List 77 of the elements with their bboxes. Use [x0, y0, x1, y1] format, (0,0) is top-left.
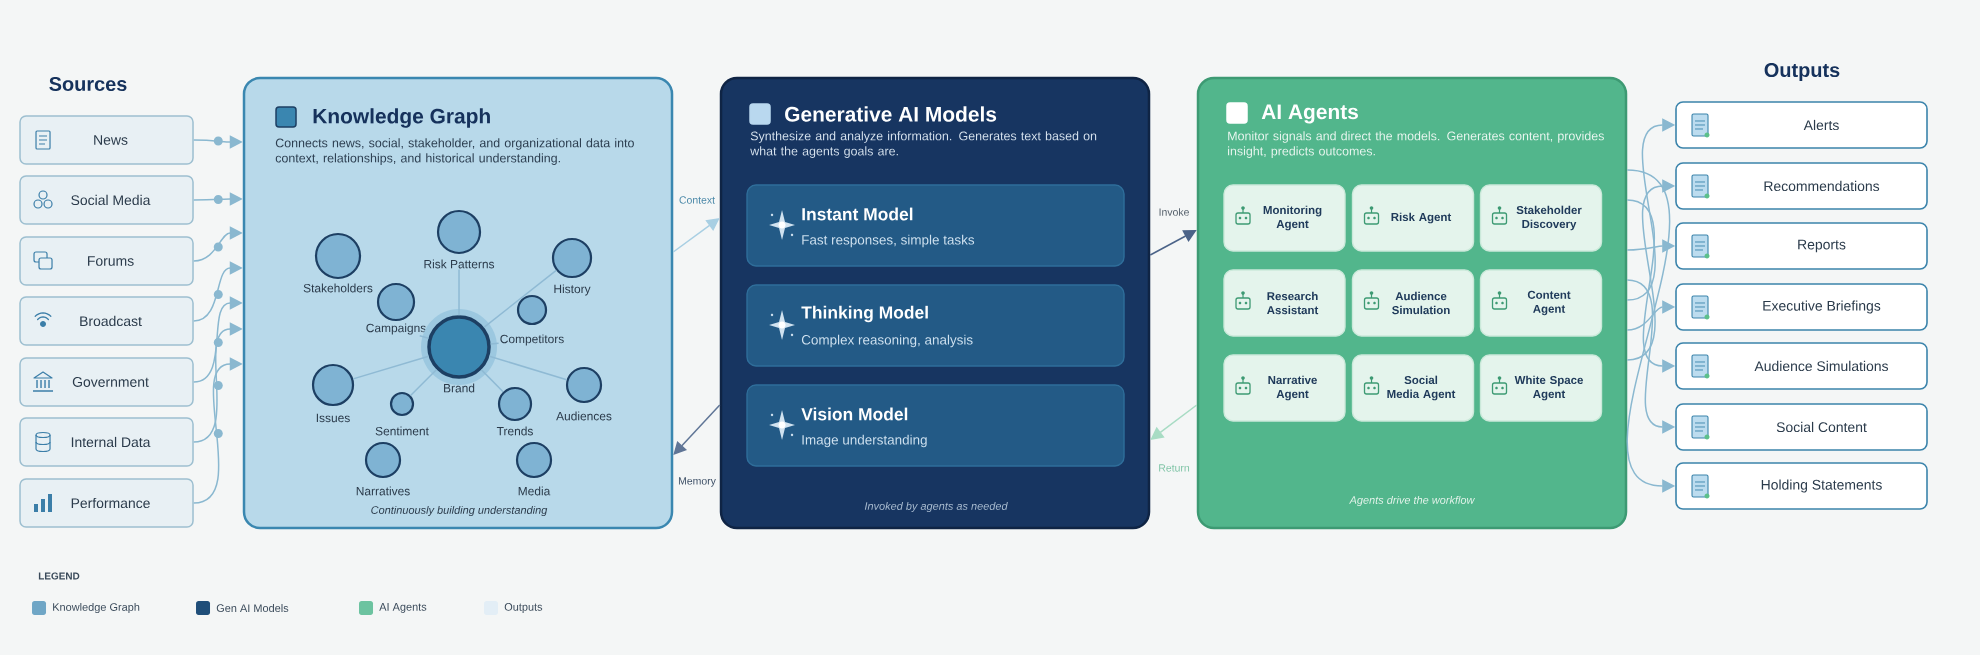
agent-card: Stakeholder Discovery — [1479, 184, 1603, 252]
arrow — [673, 404, 721, 455]
arrow — [1149, 230, 1197, 256]
connector-line — [409, 368, 438, 397]
node-label: Issues — [316, 413, 350, 423]
node-label: Media — [518, 486, 551, 496]
column-heading: Outputs — [1764, 63, 1840, 82]
output-box: Social Content — [1675, 403, 1928, 451]
legend-label: Gen AI Models — [216, 603, 289, 612]
agent-card: Audience Simulation — [1351, 269, 1475, 337]
model-card: Vision Model Image understanding — [746, 384, 1125, 467]
node-label: History — [554, 284, 591, 296]
graph-node: Trends — [496, 386, 533, 436]
graph-node: Sentiment — [375, 391, 429, 436]
agent-card: Risk Agent — [1351, 184, 1475, 252]
source-box: Forums — [19, 236, 194, 286]
connector-line — [488, 355, 568, 381]
edge-label: Context — [677, 194, 717, 206]
panel-description: Synthesize and analyze information. Generates text based on what the agents goals are. — [750, 131, 1097, 158]
graph-node: Narratives — [356, 441, 410, 496]
legend-label: Outputs — [504, 603, 543, 613]
graph-node: Issues — [311, 363, 355, 423]
panel-footer: Continuously building understanding — [371, 505, 548, 517]
node-label: Sentiment — [375, 426, 429, 436]
legend-heading: LEGEND — [38, 572, 80, 580]
output-box: Alerts — [1675, 101, 1928, 149]
arrow — [672, 218, 720, 253]
graph-node: Risk Patterns — [424, 209, 495, 269]
source-box: Government — [19, 357, 194, 407]
source-box: Broadcast — [19, 296, 194, 346]
output-box: Reports — [1675, 222, 1928, 270]
panel-description: Connects news, social, stakeholder, and organizational data into context, relationships, and historical understanding. — [275, 138, 634, 165]
panel-footer: Agents drive the workflow — [1349, 495, 1475, 507]
panel-title: Knowledge Graph — [313, 108, 490, 128]
legend-label: AI Agents — [379, 603, 427, 613]
connector-line — [458, 268, 460, 316]
agent-card: Monitoring Agent — [1223, 184, 1346, 252]
connector-line — [418, 335, 430, 339]
connector-line — [483, 269, 557, 329]
node-label: Competitors — [500, 334, 564, 346]
edge-label: Invoke — [1157, 206, 1191, 218]
source-box: Performance — [19, 478, 194, 528]
panel-title: AI Agents — [1261, 104, 1358, 124]
output-box: Audience Simulations — [1675, 342, 1928, 390]
output-box: Holding Statements — [1675, 462, 1928, 510]
graph-node: Stakeholders — [303, 232, 373, 293]
graph-node: History — [551, 237, 593, 296]
agent-card: White Space Agent — [1479, 354, 1603, 422]
model-card: Thinking Model Complex reasoning, analysis — [746, 284, 1125, 367]
graph-node: Competitors — [500, 294, 564, 346]
connector-line — [480, 368, 504, 393]
node-label: Narratives — [356, 486, 410, 496]
column-heading: Sources — [49, 76, 127, 92]
agent-card: Content Agent — [1479, 269, 1603, 337]
node-label: Trends — [496, 426, 533, 436]
agent-card: Social Media Agent — [1351, 354, 1475, 422]
panel-title: Generative AI Models — [785, 106, 997, 122]
graph-node: Audiences — [556, 366, 612, 421]
agent-card: Research Assistant — [1223, 269, 1346, 337]
output-box: Recommendations — [1675, 162, 1928, 210]
output-box: Executive Briefings — [1675, 283, 1928, 331]
source-box: News — [19, 115, 194, 165]
node-label: Campaigns — [366, 323, 426, 335]
agent-card: Narrative Agent — [1223, 354, 1346, 422]
graph-node: Media — [515, 441, 553, 496]
node-label: Audiences — [556, 411, 612, 421]
source-box: Internal Data — [19, 417, 194, 467]
panel-footer: Invoked by agents as needed — [864, 501, 1008, 513]
legend-label: Knowledge Graph — [53, 602, 140, 614]
source-box: Social Media — [19, 175, 194, 225]
arrow — [1150, 404, 1198, 440]
model-card: Instant Model Fast responses, simple tasks — [746, 184, 1125, 267]
edge-label: Return — [1156, 462, 1192, 474]
node-label: Risk Patterns — [424, 259, 495, 269]
panel-description: Monitor signals and direct the models. Generates content, provides insight, predicts outcomes. — [1228, 131, 1604, 158]
node-label: Stakeholders — [303, 283, 373, 293]
connector-line — [352, 355, 430, 380]
